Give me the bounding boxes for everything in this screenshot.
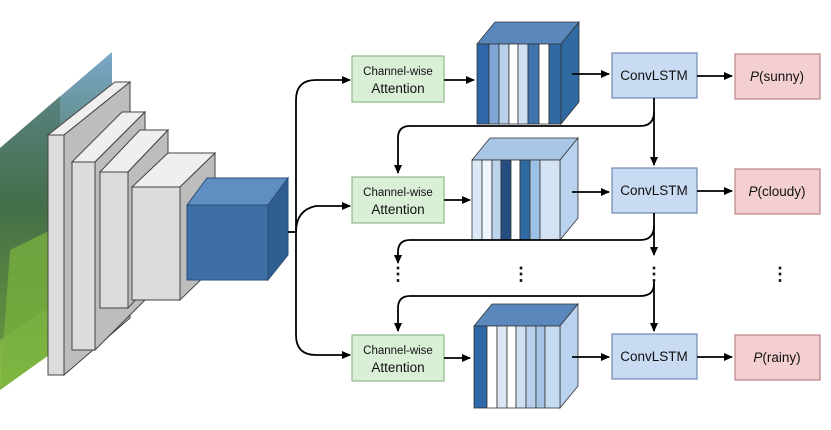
- attention-label-top: Channel-wise: [363, 345, 433, 357]
- feature-stack-2: [471, 136, 579, 242]
- output-label: P(cloudy): [748, 184, 805, 199]
- attention-label-bottom: Attention: [371, 81, 424, 96]
- convlstm-box-3: ConvLSTM: [611, 333, 698, 380]
- attention-box-3: Channel-wise Attention: [351, 334, 445, 382]
- convlstm-box-1: ConvLSTM: [611, 52, 698, 99]
- stack-to-convlstm-arrows: [572, 70, 610, 361]
- attention-label-bottom: Attention: [371, 360, 424, 375]
- convlstm-label: ConvLSTM: [620, 68, 688, 83]
- recurrent-connectors: [394, 98, 658, 332]
- attention-label-top: Channel-wise: [363, 66, 433, 78]
- ellipsis-row: ⋮ ⋮ ⋮ ⋮: [389, 264, 789, 284]
- feature-stack-1: [476, 20, 580, 126]
- convlstm-box-2: ConvLSTM: [611, 167, 698, 214]
- ellipsis-output: ⋮: [771, 264, 789, 284]
- convlstm-to-output-arrows: [697, 72, 733, 361]
- convlstm-label: ConvLSTM: [620, 349, 688, 364]
- feature-block: [186, 176, 289, 282]
- attention-box-1: Channel-wise Attention: [351, 55, 445, 103]
- branch-connectors: [288, 76, 351, 359]
- cnn-backbone: [46, 80, 289, 377]
- attention-label-bottom: Attention: [371, 202, 424, 217]
- output-box-rainy: P(rainy): [734, 334, 821, 381]
- output-label: P(rainy): [753, 350, 800, 365]
- ellipsis-attention: ⋮: [389, 264, 407, 284]
- ellipsis-convlstm: ⋮: [645, 264, 663, 284]
- attention-box-2: Channel-wise Attention: [351, 176, 445, 224]
- output-box-sunny: P(sunny): [734, 53, 821, 100]
- attention-label-top: Channel-wise: [363, 187, 433, 199]
- feature-stack-3: [473, 302, 579, 410]
- output-box-cloudy: P(cloudy): [734, 168, 821, 215]
- convlstm-label: ConvLSTM: [620, 183, 688, 198]
- ellipsis-stack: ⋮: [512, 264, 530, 284]
- attention-to-stack-arrows: [444, 76, 475, 362]
- output-label: P(sunny): [750, 69, 804, 84]
